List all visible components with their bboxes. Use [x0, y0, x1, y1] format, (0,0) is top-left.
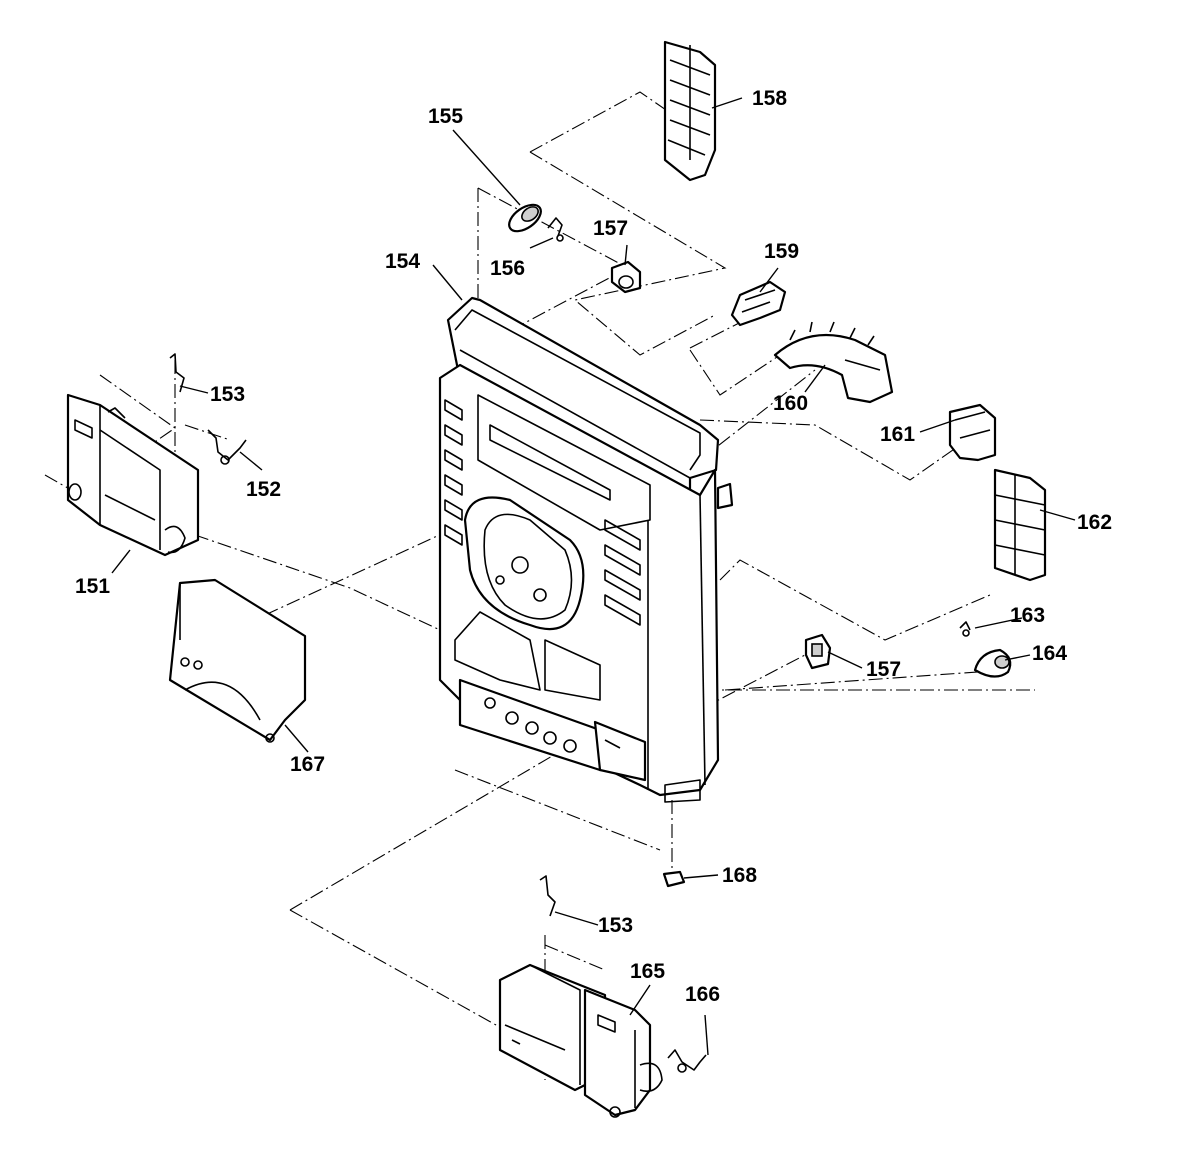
cover-167 — [168, 578, 307, 743]
callout-157-top: 157 — [593, 217, 628, 240]
callout-162: 162 — [1077, 511, 1112, 534]
callout-157-right: 157 — [866, 658, 901, 681]
knob-164 — [973, 648, 1012, 678]
leader-lines — [111, 97, 1076, 1056]
callout-labels: 155 158 157 159 156 154 160 161 153 152 … — [75, 87, 1112, 1006]
callout-167: 167 — [290, 753, 325, 776]
callout-153-lower: 153 — [598, 914, 633, 937]
callout-163: 163 — [1010, 604, 1045, 627]
knob-155 — [508, 203, 542, 233]
side-panel-165 — [498, 963, 663, 1118]
bracket-158 — [663, 40, 717, 182]
callout-168: 168 — [722, 864, 757, 887]
callout-155: 155 — [428, 105, 463, 128]
callout-154: 154 — [385, 250, 420, 273]
callout-156: 156 — [490, 257, 525, 280]
bracket-161 — [948, 403, 997, 462]
spring-163 — [959, 621, 971, 637]
callout-160: 160 — [773, 392, 808, 415]
callout-164: 164 — [1032, 642, 1067, 665]
foot-168 — [662, 870, 686, 888]
callout-153-upper: 153 — [210, 383, 245, 406]
spring-153-upper — [169, 353, 185, 393]
bracket-159 — [730, 280, 787, 327]
callout-158: 158 — [752, 87, 787, 110]
spring-152 — [207, 429, 247, 465]
curved-bracket-160 — [773, 321, 894, 404]
spring-166 — [667, 1049, 707, 1073]
front-panel-154 — [438, 296, 734, 803]
callout-152: 152 — [246, 478, 281, 501]
button-157-right — [804, 633, 832, 670]
callout-159: 159 — [764, 240, 799, 263]
callout-165: 165 — [630, 960, 665, 983]
callout-166: 166 — [685, 983, 720, 1006]
button-157-top — [610, 260, 642, 294]
bracket-162 — [993, 468, 1047, 582]
side-panel-151 — [66, 393, 200, 557]
spring-153-lower — [539, 875, 556, 917]
callout-161: 161 — [880, 423, 915, 446]
callout-151: 151 — [75, 575, 110, 598]
spring-156 — [547, 217, 564, 242]
